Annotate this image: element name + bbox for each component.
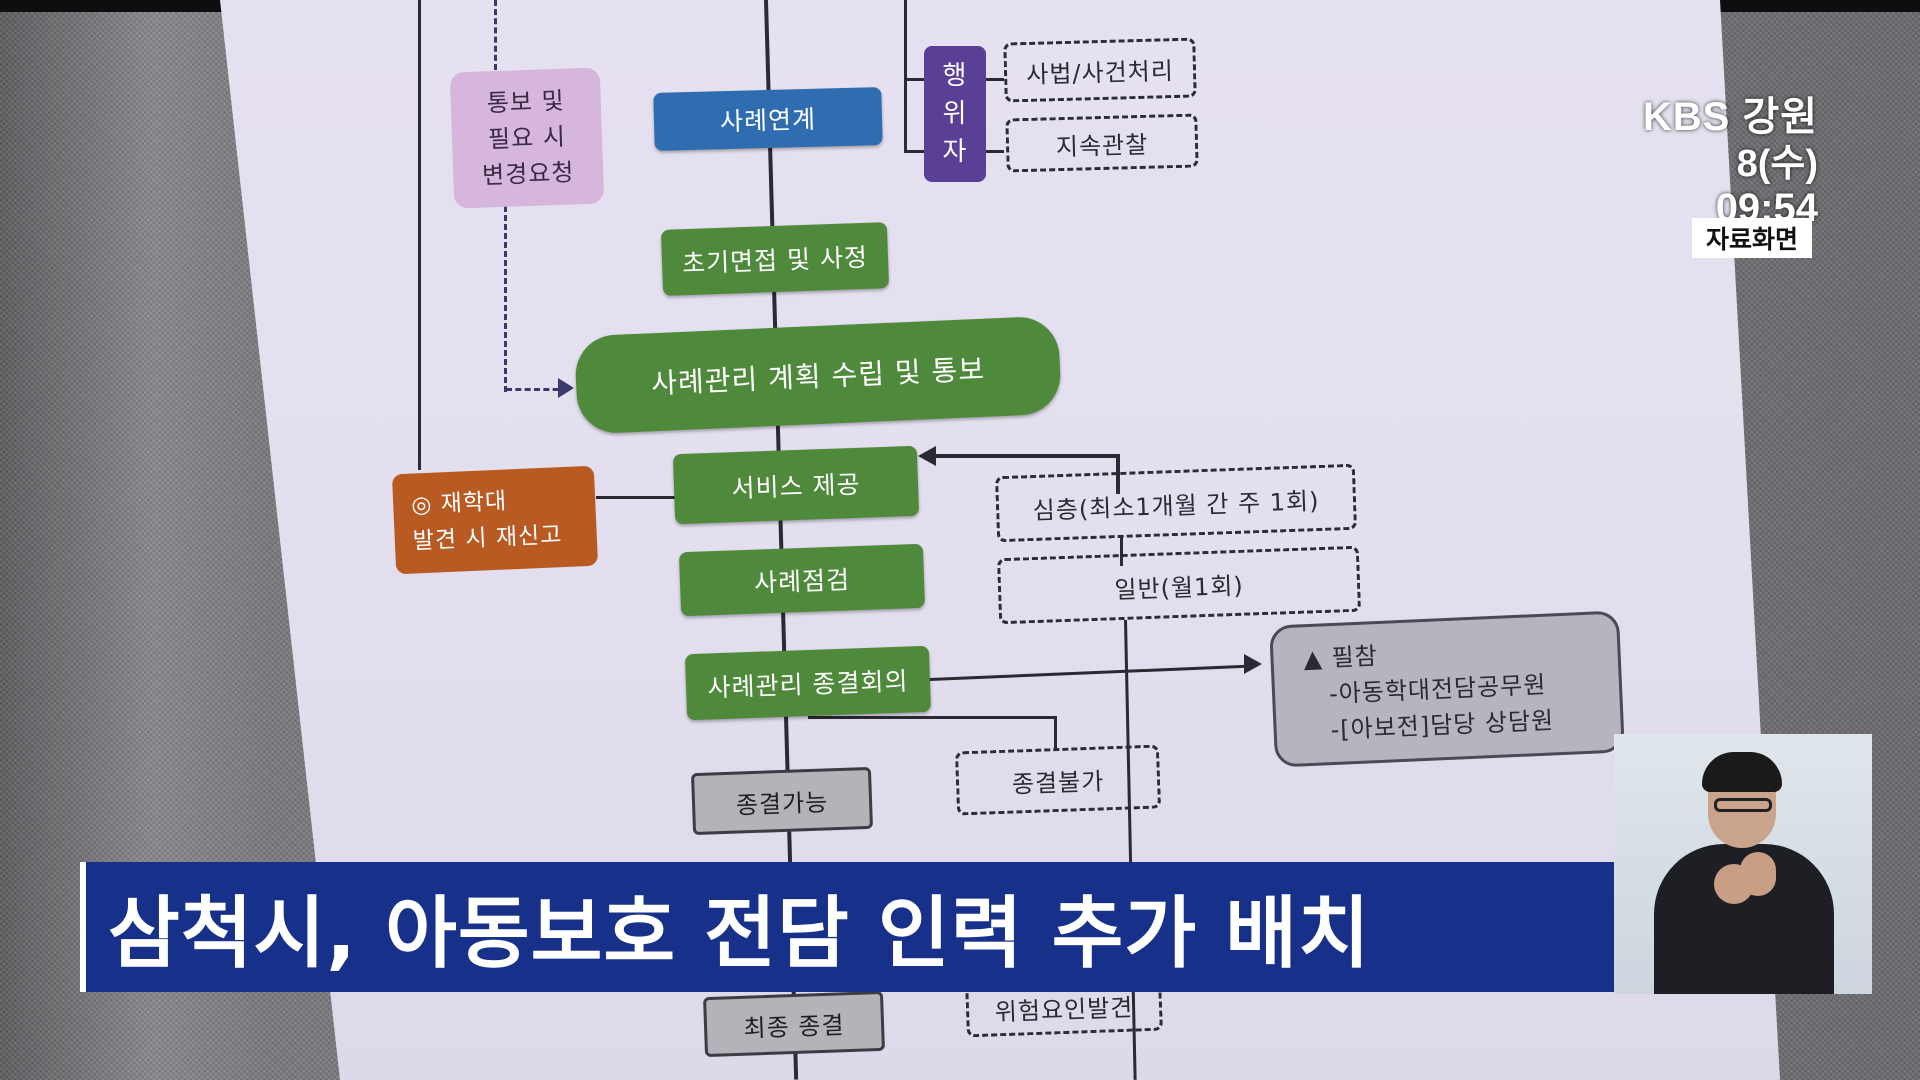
connector-offender-bracket: [904, 0, 907, 152]
case-check-box: 사례점검: [678, 543, 926, 617]
reabuse-line2: 발견 시 재신고: [412, 522, 563, 555]
connector-feedback-vertical: [1116, 454, 1120, 494]
service-box: 서비스 제공: [672, 445, 920, 525]
broadcaster-overlay: KBS 강원 8(수) 09:54: [1643, 84, 1818, 230]
connector-reabuse: [596, 496, 676, 499]
interpreter-glasses: [1714, 798, 1772, 812]
arrow-head-attendance: [1244, 654, 1262, 674]
connector-split-right: [1054, 716, 1057, 750]
service-label: 서비스 제공: [731, 469, 861, 504]
connector-dashed-down: [504, 206, 507, 392]
connector-left-vertical: [418, 0, 421, 470]
notify-change-line2: 필요 시: [487, 122, 567, 154]
notify-change-line3: 변경요청: [481, 158, 575, 190]
observation-box: 지속관찰: [1005, 113, 1199, 173]
observation-label: 지속관찰: [1055, 130, 1149, 161]
not-closable-box: 종결불가: [954, 744, 1162, 816]
plan-label: 사례관리 계획 수립 및 통보: [650, 352, 986, 401]
intensive-box: 심층(최소1개월 간 주 1회): [994, 463, 1358, 543]
case-check-label: 사례점검: [753, 565, 851, 598]
closable-box: 종결가능: [690, 766, 874, 836]
interpreter-hair: [1702, 752, 1782, 792]
connector-dashed-arrow: [506, 388, 568, 391]
case-link-box: 사례연계: [653, 87, 883, 151]
closable-label: 종결가능: [735, 787, 829, 820]
judicial-label: 사법/사건처리: [1025, 56, 1175, 89]
sign-language-interpreter: [1614, 734, 1872, 994]
notify-change-box: 통보 및 필요 시 변경요청: [449, 67, 605, 209]
final-close-box: 최종 종결: [703, 990, 885, 1058]
offender-char1: 행: [942, 61, 968, 91]
connector-attendance: [929, 664, 1256, 681]
notify-change-line1: 통보 및: [486, 86, 566, 118]
archive-footage-tag: 자료화면: [1692, 218, 1812, 258]
offender-char3: 자: [942, 137, 968, 167]
attendance-title: ▲ 필참: [1302, 642, 1379, 674]
arrow-head-service: [918, 446, 936, 466]
broadcast-date: 8(수): [1736, 143, 1818, 185]
attendance-box: ▲ 필참 -아동학대전담공무원 -[아보전]담당 상담원: [1269, 610, 1625, 768]
connector-dashed-left: [494, 0, 497, 70]
initial-interview-box: 초기면접 및 사정: [660, 222, 890, 296]
connector-split-horizontal: [808, 716, 1056, 719]
plan-box: 사례관리 계획 수립 및 통보: [574, 315, 1062, 435]
connector-intensive-general: [1120, 536, 1123, 566]
final-close-label: 최종 종결: [743, 1010, 846, 1043]
offender-char2: 위: [942, 99, 968, 129]
intensive-label: 심층(최소1개월 간 주 1회): [1032, 486, 1320, 525]
judicial-box: 사법/사건처리: [1003, 37, 1197, 103]
general-label: 일반(월1회): [1113, 571, 1245, 604]
risk-label: 위험요인발견: [994, 993, 1134, 1026]
closing-meeting-label: 사례관리 종결회의: [707, 666, 909, 703]
not-closable-label: 종결불가: [1011, 766, 1105, 799]
general-box: 일반(월1회): [996, 545, 1362, 625]
news-caption-bar: 삼척시, 아동보호 전담 인력 추가 배치: [80, 862, 1614, 992]
closing-meeting-box: 사례관리 종결회의: [684, 645, 932, 721]
offender-box: 행 위 자: [924, 46, 986, 182]
case-link-label: 사례연계: [719, 104, 817, 137]
arrow-head-plan: [558, 378, 574, 398]
kbs-logo: KBS 강원: [1642, 95, 1818, 139]
reabuse-box: ◎ 재학대 발견 시 재신고: [391, 465, 599, 575]
initial-interview-label: 초기면접 및 사정: [681, 242, 869, 279]
connector-feedback-top: [924, 454, 1120, 458]
interpreter-hand-right: [1740, 852, 1776, 896]
news-caption-text: 삼척시, 아동보호 전담 인력 추가 배치: [108, 889, 1371, 979]
reabuse-line1: ◎ 재학대: [410, 488, 508, 519]
caption-accent-stripe: [80, 862, 86, 992]
